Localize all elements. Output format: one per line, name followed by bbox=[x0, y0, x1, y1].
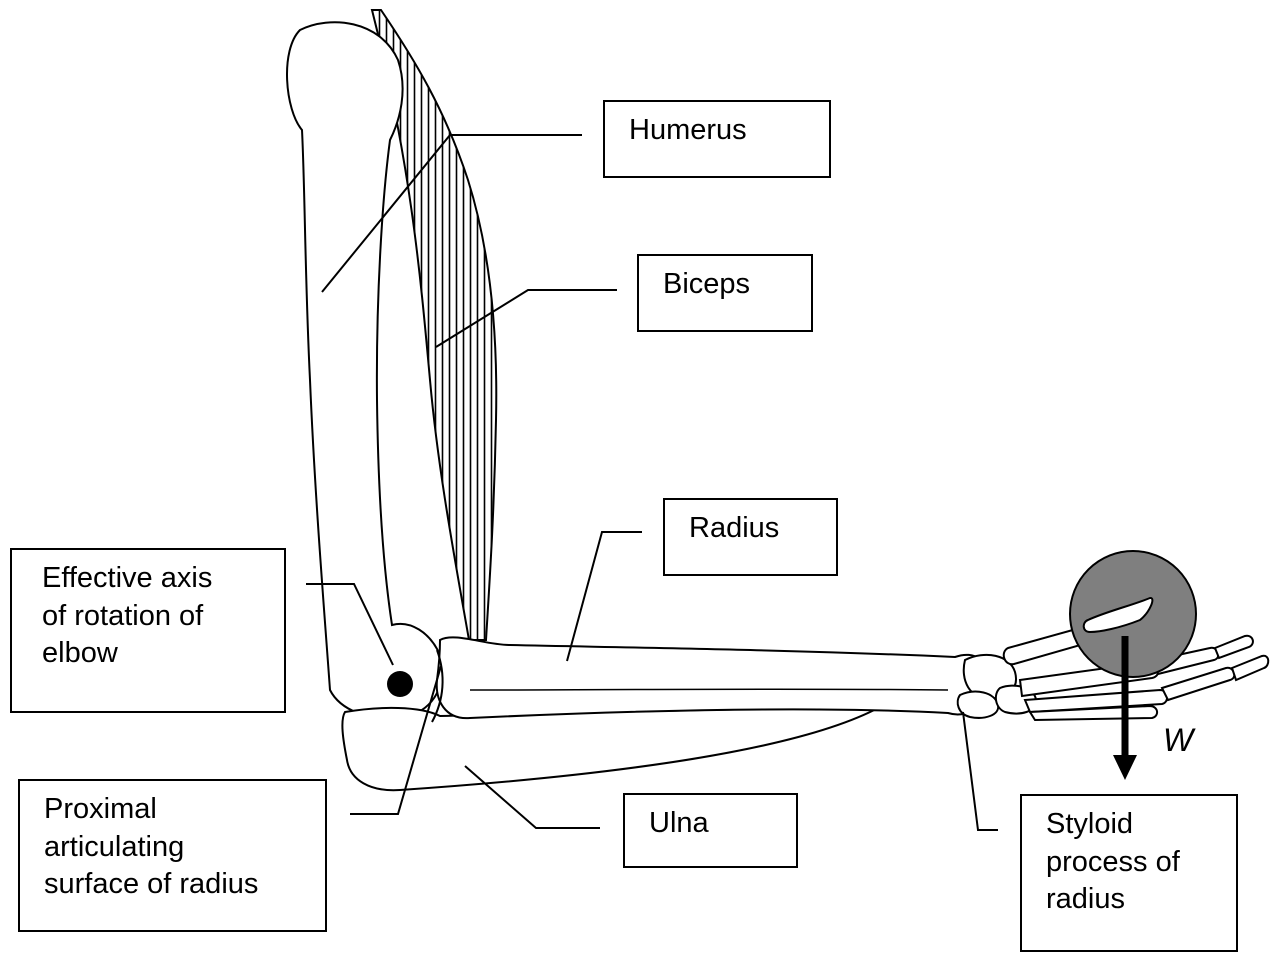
humerus-label: Humerus bbox=[603, 100, 831, 178]
radius-label-text: Radius bbox=[689, 510, 822, 548]
proximal-label-line-3: surface of radius bbox=[44, 866, 311, 904]
humerus-label-text: Humerus bbox=[629, 112, 815, 150]
axis-label-line-2: of rotation of bbox=[42, 598, 270, 636]
styloid-process-label: Styloid process of radius bbox=[1020, 794, 1238, 952]
proximal-label-line-1: Proximal bbox=[44, 791, 311, 829]
ulna-label-text: Ulna bbox=[649, 805, 782, 843]
ulna-bone bbox=[342, 707, 880, 790]
weight-symbol: W bbox=[1163, 722, 1193, 759]
axis-of-rotation-label: Effective axis of rotation of elbow bbox=[10, 548, 286, 713]
axis-of-rotation-dot bbox=[387, 671, 413, 697]
styloid-label-line-1: Styloid bbox=[1046, 806, 1222, 844]
styloid-label-line-2: process of bbox=[1046, 844, 1222, 882]
biceps-label: Biceps bbox=[637, 254, 813, 332]
radius-bone bbox=[437, 637, 986, 718]
radius-label: Radius bbox=[663, 498, 838, 576]
ulna-label: Ulna bbox=[623, 793, 798, 868]
biceps-label-text: Biceps bbox=[663, 266, 797, 304]
axis-label-line-1: Effective axis bbox=[42, 560, 270, 598]
proximal-label-line-2: articulating bbox=[44, 829, 311, 867]
axis-label-line-3: elbow bbox=[42, 635, 270, 673]
styloid-label-line-3: radius bbox=[1046, 881, 1222, 919]
proximal-surface-label: Proximal articulating surface of radius bbox=[18, 779, 327, 932]
